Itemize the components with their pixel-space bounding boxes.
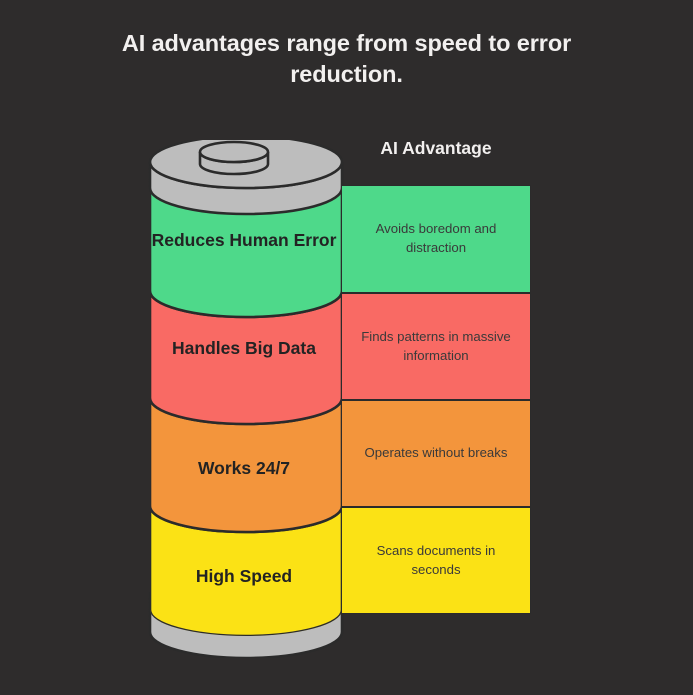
advantage-text-high-speed: Scans documents in seconds bbox=[376, 542, 496, 577]
battery-terminal-icon bbox=[198, 140, 270, 176]
advantage-text-works-24-7: Operates without breaks bbox=[364, 445, 508, 461]
battery-label-works-24-7: Works 24/7 bbox=[197, 458, 291, 478]
battery-label-reduces-human-error: Reduces Human Error bbox=[151, 230, 337, 250]
advantage-panel-reduces-human-error: Avoids boredom and distraction bbox=[341, 185, 531, 293]
battery-label-high-speed: High Speed bbox=[195, 566, 293, 586]
advantage-text-handles-big-data: Finds patterns in massive information bbox=[361, 328, 511, 363]
advantage-panel-high-speed: Scans documents in seconds bbox=[341, 507, 531, 614]
advantage-panel-handles-big-data: Finds patterns in massive information bbox=[341, 293, 531, 400]
column-header-ai-advantage: AI Advantage bbox=[380, 138, 492, 158]
battery-label-handles-big-data: Handles Big Data bbox=[172, 338, 316, 358]
advantage-panel-works-24-7: Operates without breaks bbox=[341, 400, 531, 507]
advantage-text-reduces-human-error: Avoids boredom and distraction bbox=[375, 221, 497, 255]
page-title: AI advantages range from speed to error … bbox=[121, 30, 572, 88]
